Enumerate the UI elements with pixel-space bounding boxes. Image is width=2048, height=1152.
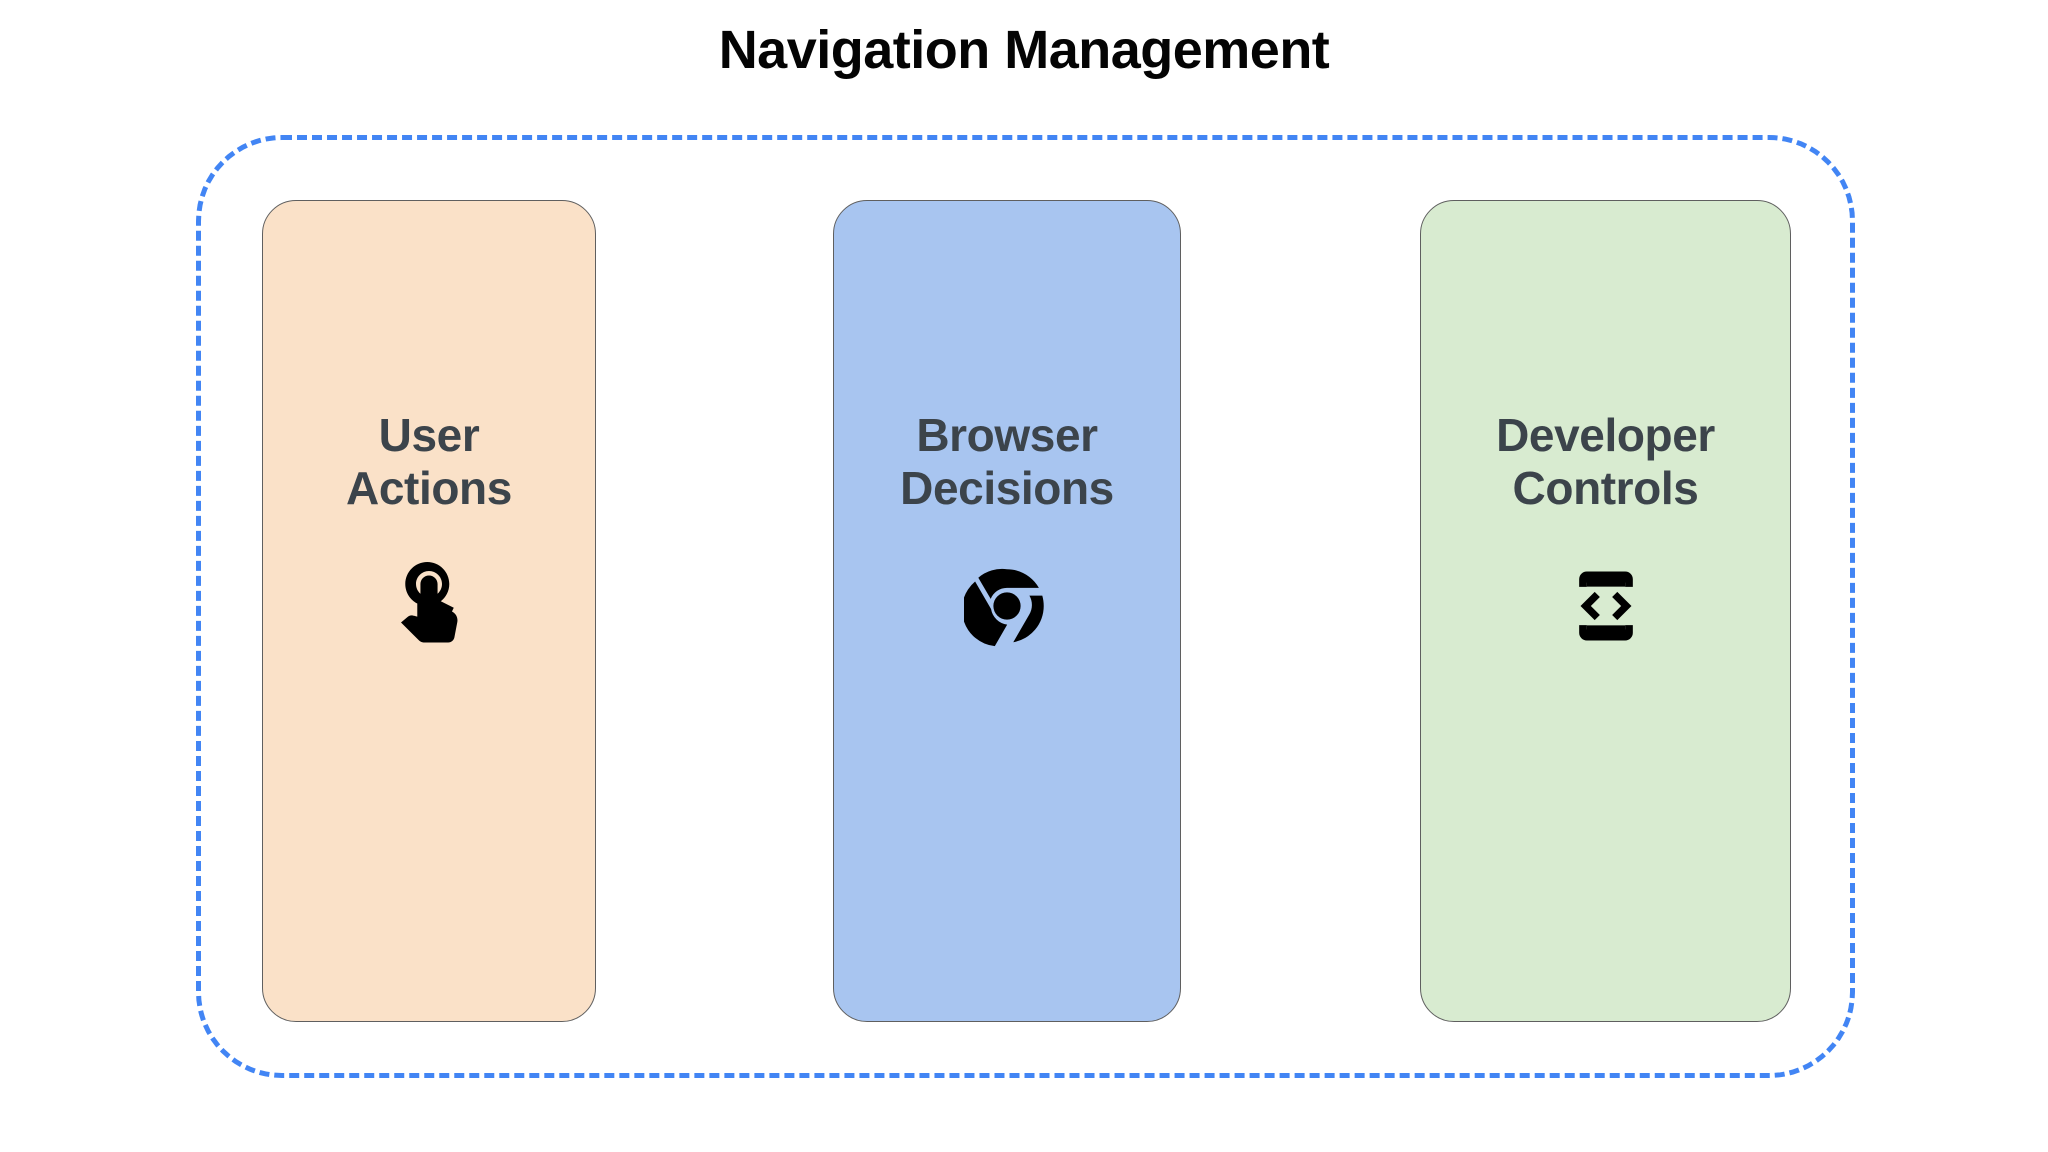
page-title: Navigation Management xyxy=(718,20,1330,80)
developer-mode-icon xyxy=(1558,558,1654,654)
card-user-actions[interactable]: User Actions xyxy=(262,200,596,1022)
card-user-actions-label: User Actions xyxy=(346,409,512,515)
touch-app-icon xyxy=(381,558,477,654)
card-developer-controls-label: Developer Controls xyxy=(1496,409,1715,515)
chrome-logo-icon xyxy=(959,558,1055,654)
card-developer-controls[interactable]: Developer Controls xyxy=(1420,200,1791,1022)
card-browser-decisions[interactable]: Browser Decisions xyxy=(833,200,1181,1022)
navigation-group-container xyxy=(196,135,1855,1078)
card-browser-decisions-label: Browser Decisions xyxy=(900,409,1114,515)
